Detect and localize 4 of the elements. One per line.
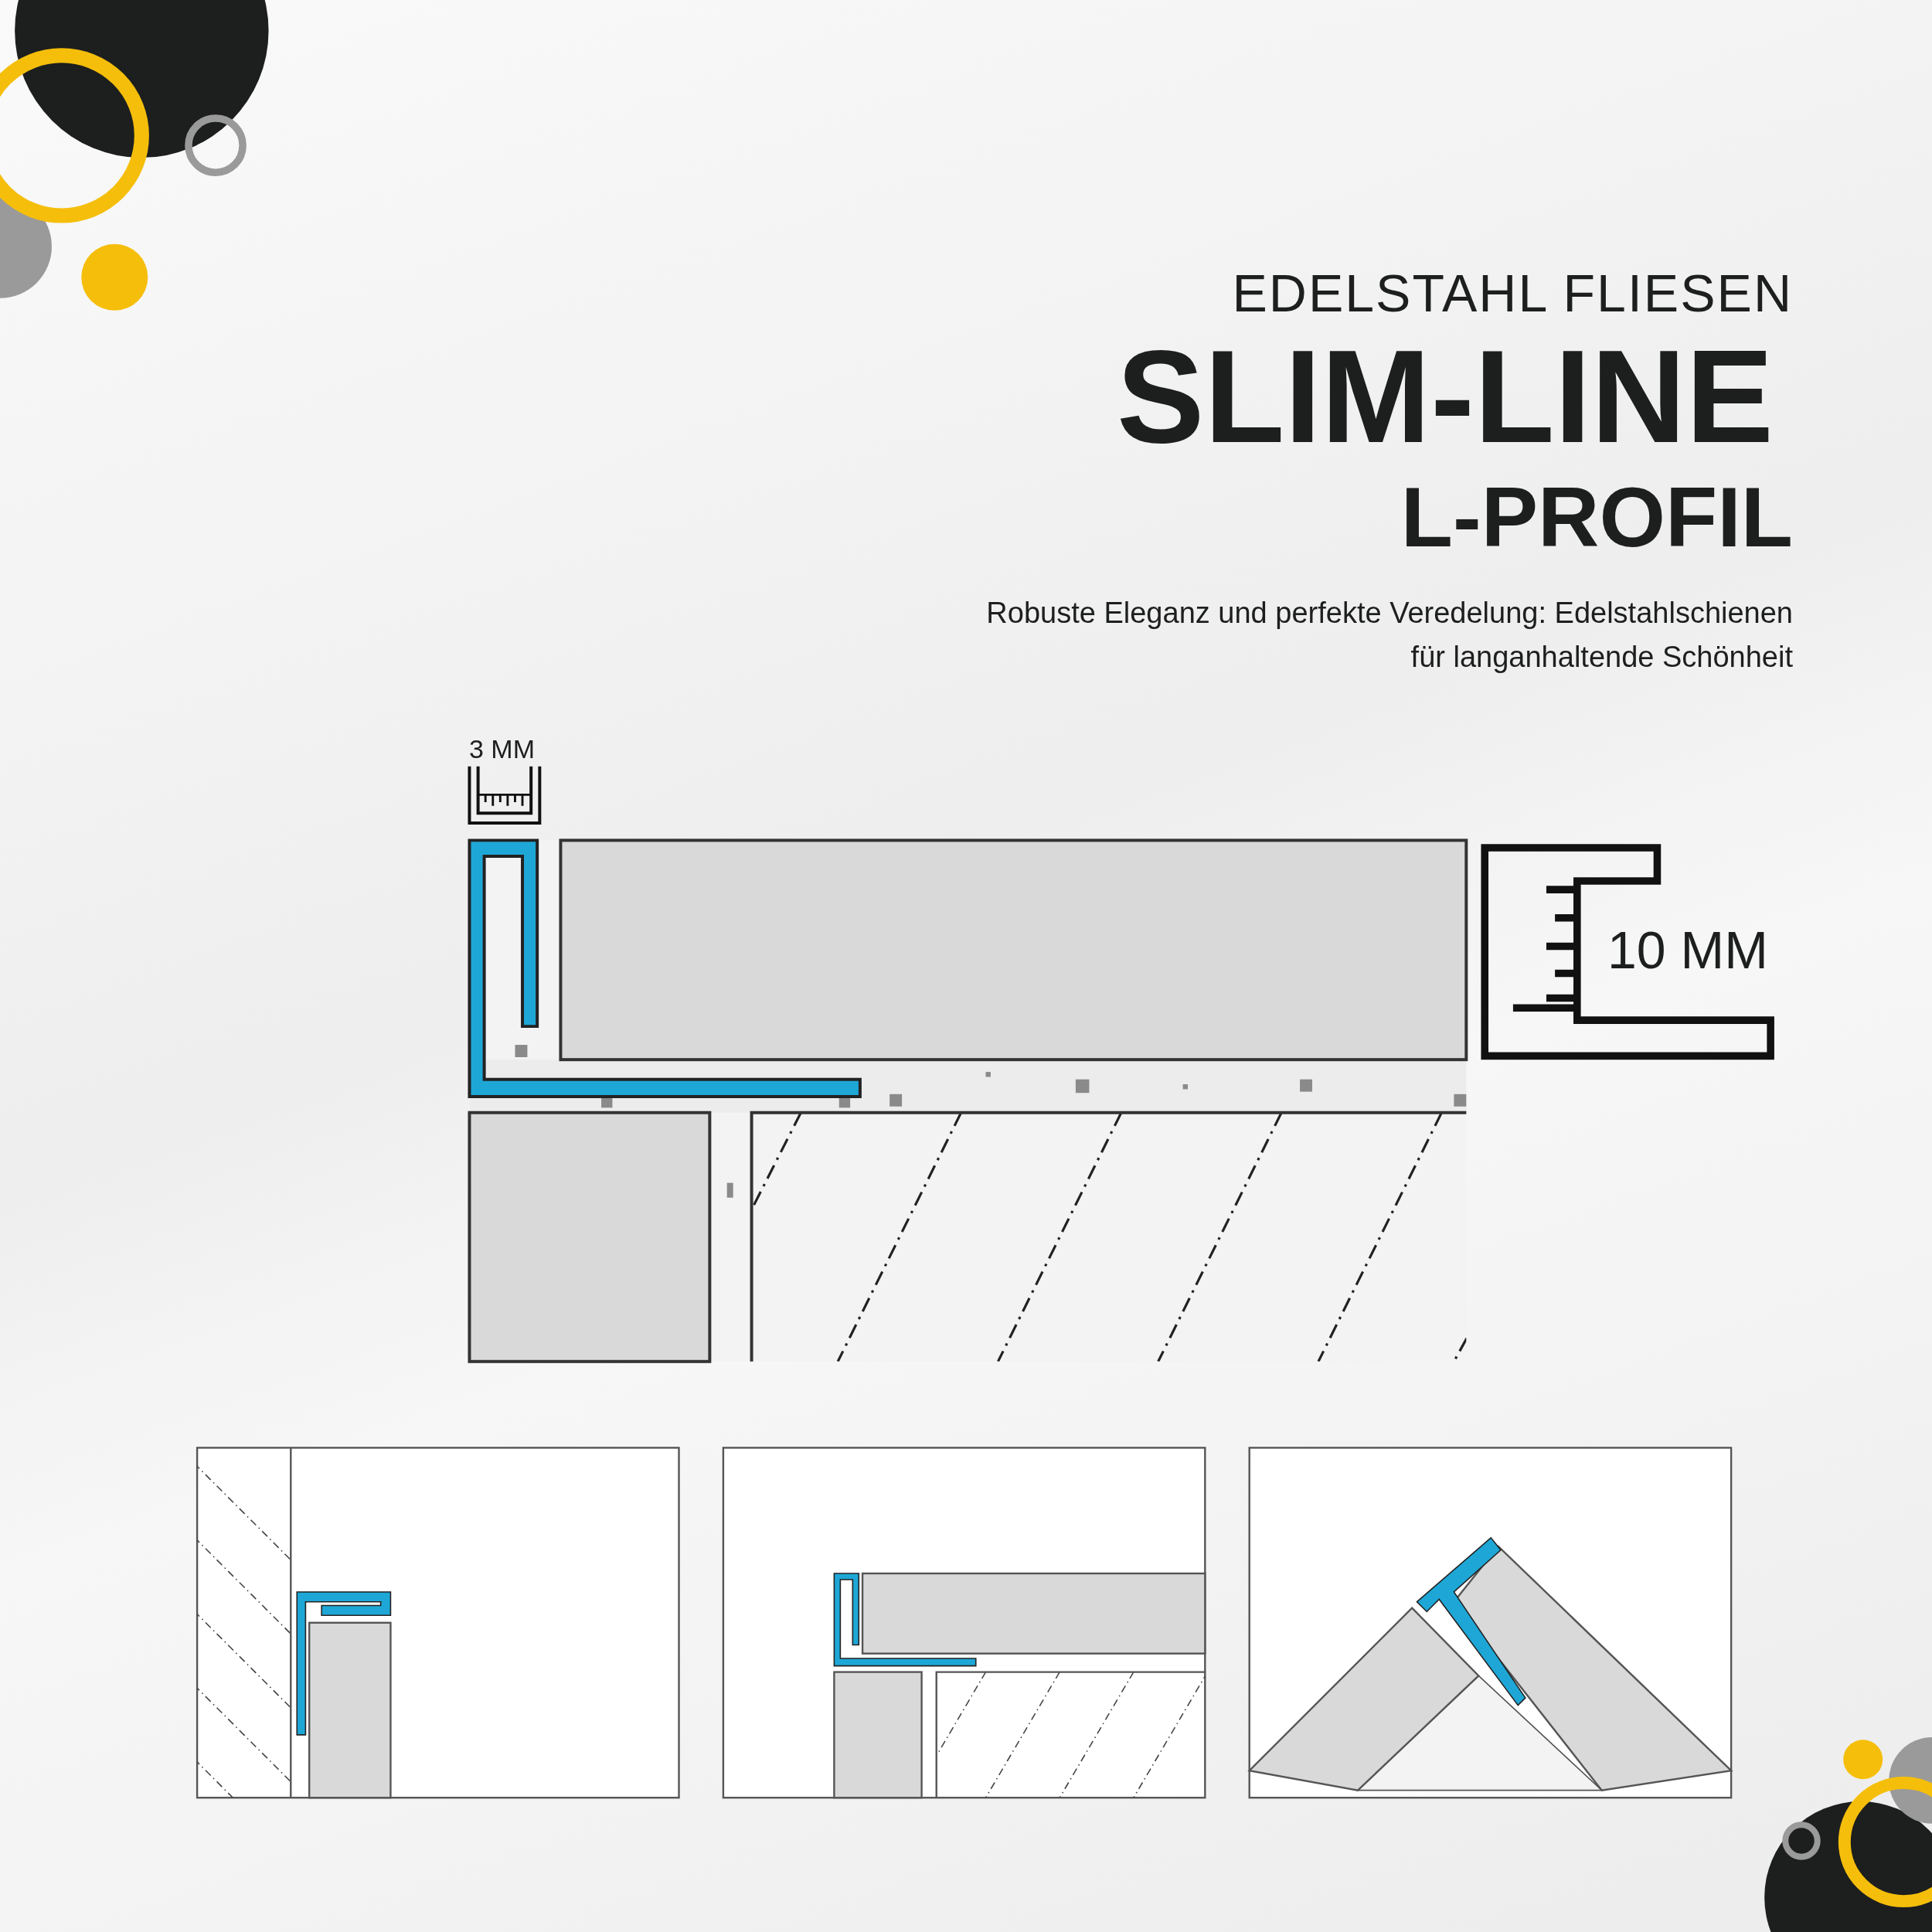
dimension-label: 3 MM <box>469 734 535 764</box>
dimension-label: 10 MM <box>1607 920 1768 980</box>
subheading: EDELSTAHL FLIESEN <box>1232 263 1793 323</box>
tagline: Robuste Eleganz und perfekte Veredelung: Edelstahlschienen für langanhaltende Schönheit <box>985 596 1793 675</box>
